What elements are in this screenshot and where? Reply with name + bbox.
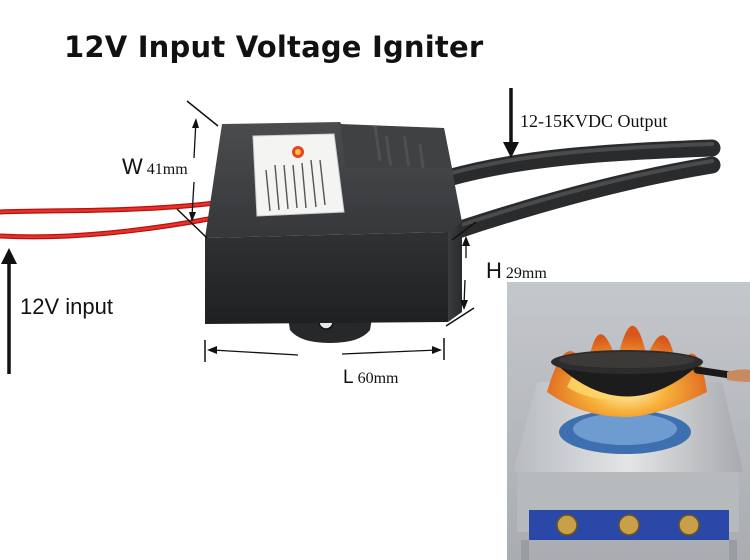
output-voltage-label: 12-15KVDC Output: [520, 111, 668, 131]
width-letter: W: [122, 154, 143, 179]
height-value: 29mm: [505, 265, 547, 282]
page-title: 12V Input Voltage Igniter: [64, 30, 484, 64]
input-voltage-label: 12V input: [20, 294, 113, 319]
height-letter: H: [486, 258, 502, 283]
length-letter: L: [343, 367, 354, 388]
width-value: 41mm: [146, 161, 188, 178]
product-sticker: [252, 133, 345, 217]
stove-photo: [507, 282, 750, 560]
igniter-housing: [205, 122, 462, 343]
dimension-lines: [1, 88, 519, 374]
black-output-cables: [439, 139, 721, 241]
red-input-wires: [0, 200, 216, 240]
length-value: 60mm: [357, 370, 399, 387]
